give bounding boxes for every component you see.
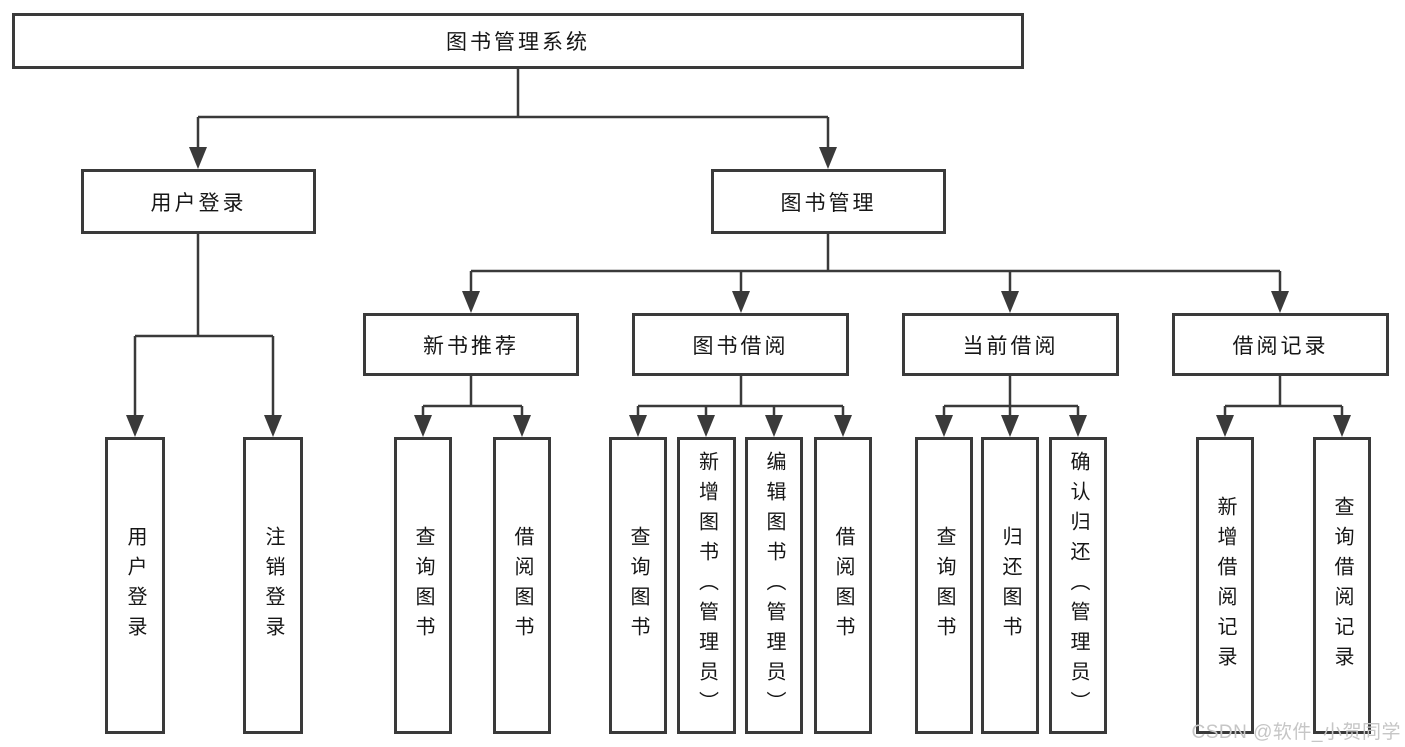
node-current-borrowing: 当前借阅 [902,313,1119,376]
arrowhead-icon [264,415,282,437]
node-leaf-user-login: 用户登录 [105,437,165,734]
node-new-book-recommend: 新书推荐 [363,313,579,376]
node-user-login: 用户登录 [81,169,316,234]
node-leaf-query-books-1: 查询图书 [394,437,452,734]
node-leaf-add-borrow-record: 新增借阅记录 [1196,437,1254,734]
watermark: CSDN @软件_小贺同学 [1191,722,1401,743]
node-label: 借阅图书 [511,525,533,646]
edge-borrowing-records-to-leaves [1223,376,1344,416]
node-label: 用户登录 [124,525,146,646]
arrowhead-icon [513,415,531,437]
node-leaf-query-books-2: 查询图书 [609,437,667,734]
node-label: 查询借阅记录 [1331,495,1353,676]
arrowhead-icon [1333,415,1351,437]
arrowhead-icon [462,291,480,313]
edge-book-borrowing-to-leaves [636,376,845,416]
node-leaf-borrow-books-2: 借阅图书 [814,437,872,734]
arrowheads [126,147,1351,437]
node-borrowing-records: 借阅记录 [1172,313,1389,376]
node-leaf-borrow-books-1: 借阅图书 [493,437,551,734]
arrowhead-icon [732,291,750,313]
node-label: 编辑图书（管理员） [763,450,785,721]
arrowhead-icon [126,415,144,437]
node-leaf-query-borrow-record: 查询借阅记录 [1313,437,1371,734]
arrowhead-icon [1069,415,1087,437]
node-leaf-edit-books-admin: 编辑图书（管理员） [745,437,803,734]
edge-user-login-to-leaves [133,234,275,416]
node-leaf-logout-login: 注销登录 [243,437,303,734]
node-book-management: 图书管理 [711,169,946,234]
arrowhead-icon [765,415,783,437]
edge-root-to-level2 [196,69,830,149]
arrowhead-icon [834,415,852,437]
node-label: 查询图书 [933,525,955,646]
node-leaf-query-books-3: 查询图书 [915,437,973,734]
node-label: 查询图书 [627,525,649,646]
arrowhead-icon [819,147,837,169]
node-label: 图书借阅 [692,334,789,358]
node-label: 新书推荐 [423,334,519,358]
node-label: 确认归还（管理员） [1067,450,1089,721]
node-label: 借阅图书 [832,525,854,646]
node-label: 用户登录 [150,191,247,215]
node-label: 图书管理系统 [446,31,590,54]
node-label: 当前借阅 [962,334,1059,358]
node-library-management-system: 图书管理系统 [12,13,1024,69]
edge-new-book-recommend-to-leaves [421,376,524,416]
arrowhead-icon [1001,415,1019,437]
node-label: 新增图书（管理员） [695,450,718,721]
arrowhead-icon [1271,291,1289,313]
node-leaf-return-books: 归还图书 [981,437,1039,734]
edge-current-borrowing-to-leaves [942,376,1080,416]
node-label: 查询图书 [412,525,434,646]
node-label: 图书管理 [780,191,877,215]
node-leaf-add-books-admin: 新增图书（管理员） [677,437,736,734]
arrowhead-icon [629,415,647,437]
node-leaf-confirm-return-admin: 确认归还（管理员） [1049,437,1107,734]
arrowhead-icon [1001,291,1019,313]
arrowhead-icon [935,415,953,437]
node-label: 归还图书 [999,525,1021,646]
node-label: 注销登录 [262,525,284,646]
arrowhead-icon [697,415,715,437]
arrowhead-icon [189,147,207,169]
edge-book-management-to-level3 [469,234,1282,292]
arrowhead-icon [1216,415,1234,437]
node-label: 新增借阅记录 [1214,495,1236,676]
node-book-borrowing: 图书借阅 [632,313,849,376]
arrowhead-icon [414,415,432,437]
node-label: 借阅记录 [1232,334,1329,358]
